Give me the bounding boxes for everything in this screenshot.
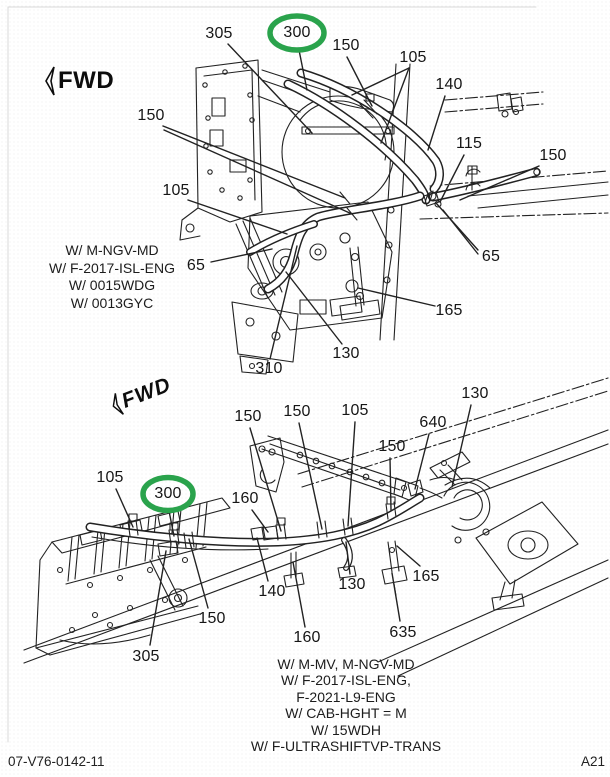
note-line: W/ M-MV, M-NGV-MD [277, 656, 415, 672]
callout-310: 310 [255, 360, 283, 377]
callout-160: 160 [293, 629, 321, 646]
callout-105: 105 [341, 402, 369, 419]
callout-150: 150 [137, 107, 165, 124]
callout-65: 65 [186, 257, 206, 274]
callout-635: 635 [389, 624, 417, 641]
figure-number: 07-V76-0142-11 [8, 754, 105, 769]
bottom-view-illustration [23, 377, 609, 677]
note-line: W/ M-NGV-MD [65, 242, 159, 258]
note-line: W/ 0015WDG [68, 277, 156, 293]
note-line: W/ CAB-HGHT = M [285, 705, 407, 722]
fwd-marker-top: FWD [44, 66, 114, 96]
note-line: W/ F-ULTRASHIFTVP-TRANS [250, 738, 442, 755]
callout-160: 160 [231, 490, 259, 507]
callout-115: 115 [455, 135, 483, 152]
callout-140: 140 [435, 76, 463, 93]
callout-130: 130 [338, 576, 366, 593]
callout-150: 150 [539, 147, 567, 164]
note-line: F-2021-L9-ENG [296, 688, 396, 705]
callout-150: 150 [378, 438, 406, 455]
callout-130: 130 [461, 385, 489, 402]
rail-clamp-detail [496, 92, 524, 118]
callout-300-highlighted: 300 [283, 24, 311, 41]
callout-130: 130 [332, 345, 360, 362]
fwd-arrow-icon [112, 393, 124, 415]
rear-harness-module [407, 451, 579, 611]
fwd-arrow-icon [45, 66, 55, 96]
callout-305: 305 [132, 648, 160, 665]
note-line: W/ 0013GYC [70, 294, 154, 311]
callout-140: 140 [258, 583, 286, 600]
fwd-marker-bottom: FWD [107, 373, 174, 418]
callout-150: 150 [234, 408, 262, 425]
callout-65: 65 [481, 248, 501, 265]
tube-clamps-bottom [127, 496, 408, 597]
callout-165: 165 [412, 568, 440, 585]
fwd-label: FWD [58, 67, 115, 94]
page-code: A21 [580, 754, 605, 769]
callout-105: 105 [399, 49, 427, 66]
callout-640: 640 [419, 414, 447, 431]
callout-150: 150 [332, 37, 360, 54]
top-view-illustration [162, 13, 609, 375]
callout-165: 165 [435, 302, 463, 319]
note-line: W/ 15WDH [311, 721, 381, 738]
applicability-note-top: W/ M-NGV-MD W/ F-2017-ISL-ENG W/ 0015WDG… [28, 242, 196, 312]
callout-105: 105 [162, 182, 190, 199]
callout-305: 305 [205, 25, 233, 42]
scan-frame [7, 6, 537, 743]
applicability-note-bottom: W/ M-MV, M-NGV-MD W/ F-2017-ISL-ENG, F-2… [215, 656, 477, 754]
callout-150: 150 [198, 610, 226, 627]
callout-150: 150 [283, 403, 311, 420]
highlight-ellipse-bottom [140, 474, 196, 514]
heater-tubes [246, 68, 541, 294]
note-line: W/ F-2017-ISL-ENG [48, 259, 176, 276]
note-line: W/ F-2017-ISL-ENG, [281, 672, 411, 689]
callout-105: 105 [96, 469, 124, 486]
fuel-tube [85, 493, 425, 579]
callout-300-highlighted: 300 [154, 485, 182, 502]
highlight-ellipse-top [267, 13, 327, 53]
leader-lines-bottom [115, 404, 472, 646]
leader-lines-top [162, 43, 540, 360]
